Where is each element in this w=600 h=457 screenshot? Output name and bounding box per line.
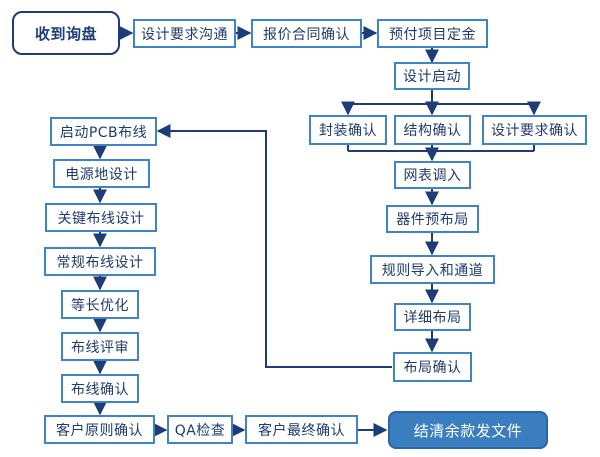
node-customer-rules-confirm: 客户原则确认 <box>44 415 155 444</box>
node-end-settle-balance: 结清余款发文件 <box>388 411 548 449</box>
node-quote-contract-confirm: 报价合同确认 <box>251 19 362 48</box>
node-qa-check: QA检查 <box>167 415 233 444</box>
node-structure-confirm: 结构确认 <box>394 115 471 145</box>
node-pcb-routing-start: 启动PCB布线 <box>50 117 157 146</box>
node-project-deposit: 预付项目定金 <box>377 19 488 48</box>
node-key-routing-design: 关键布线设计 <box>45 203 157 232</box>
node-routing-review: 布线评审 <box>61 332 139 361</box>
node-netlist-import: 网表调入 <box>394 161 471 189</box>
node-length-matching: 等长优化 <box>61 290 139 319</box>
node-package-confirm: 封装确认 <box>309 115 387 145</box>
node-routing-confirm: 布线确认 <box>61 374 139 403</box>
node-component-prelayout: 器件预布局 <box>386 205 479 233</box>
arrow-layout-confirm-to-pcb-start <box>156 124 392 368</box>
node-design-start: 设计启动 <box>394 62 470 90</box>
node-design-requirement-communication: 设计要求沟通 <box>133 19 236 48</box>
node-normal-routing-design: 常规布线设计 <box>44 247 156 276</box>
node-rules-import-channel: 规则导入和通道 <box>370 255 495 284</box>
node-customer-final-confirm: 客户最终确认 <box>245 415 358 444</box>
node-design-requirement-confirm: 设计要求确认 <box>482 115 587 145</box>
node-power-ground-design: 电源地设计 <box>53 159 150 188</box>
node-start: 收到询盘 <box>12 11 120 55</box>
node-layout-confirm: 布局确认 <box>393 352 472 382</box>
node-detailed-layout: 详细布局 <box>394 303 471 331</box>
